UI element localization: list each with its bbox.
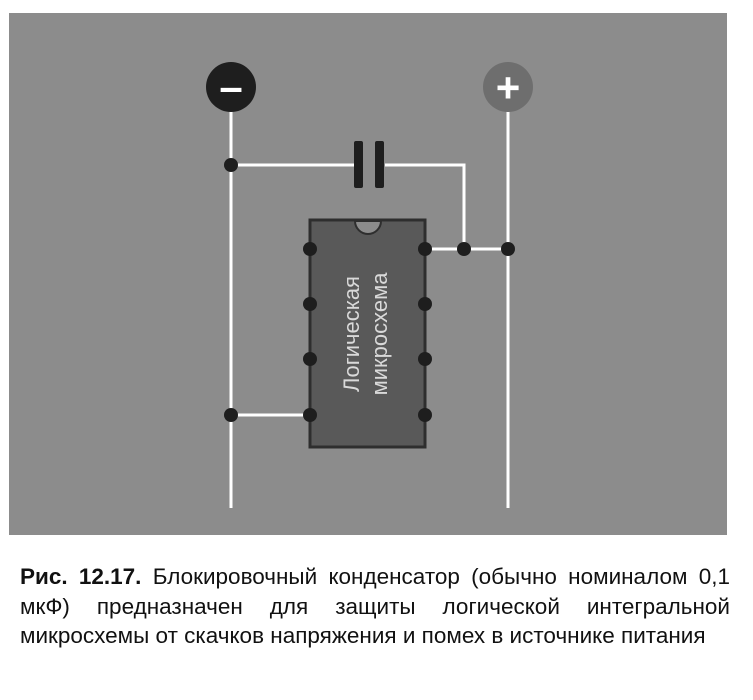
positive-terminal-symbol: + bbox=[496, 64, 521, 111]
chip-notch bbox=[353, 220, 383, 235]
capacitor-wire-right bbox=[385, 163, 466, 249]
caption-text: Блокировочный конденсатор (обычно номина… bbox=[20, 564, 730, 648]
chip-pin-left-1 bbox=[303, 242, 317, 256]
chip-pin-right-4 bbox=[418, 408, 432, 422]
chip-pin-left-4 bbox=[303, 408, 317, 422]
node-negative-chip bbox=[224, 408, 238, 422]
junction-nodes bbox=[224, 158, 515, 422]
node-negative-capacitor bbox=[224, 158, 238, 172]
caption-label: Рис. 12.17. bbox=[20, 564, 142, 589]
negative-terminal: – bbox=[206, 62, 256, 112]
capacitor-plate-right bbox=[375, 141, 384, 188]
figure-caption: Рис. 12.17. Блокировочный конденсатор (о… bbox=[20, 562, 730, 651]
capacitor-symbol bbox=[354, 141, 384, 188]
chip-label-line1: Логическая bbox=[339, 276, 364, 392]
chip-body bbox=[308, 218, 427, 449]
chip-pin-left-2 bbox=[303, 297, 317, 311]
positive-terminal: + bbox=[483, 62, 533, 112]
chip-pin-left-3 bbox=[303, 352, 317, 366]
negative-terminal-circle bbox=[206, 62, 256, 112]
figure-panel: Логическая микросхема – + bbox=[9, 13, 727, 535]
node-capacitor-chip bbox=[457, 242, 471, 256]
circuit-diagram: Логическая микросхема – + bbox=[206, 62, 533, 508]
logic-chip: Логическая микросхема bbox=[303, 218, 432, 449]
capacitor-plate-left bbox=[354, 141, 363, 188]
chip-pin-right-3 bbox=[418, 352, 432, 366]
chip-label-line2: микросхема bbox=[367, 272, 392, 396]
node-positive-chip bbox=[501, 242, 515, 256]
negative-terminal-symbol: – bbox=[219, 63, 242, 110]
chip-pin-right-1 bbox=[418, 242, 432, 256]
chip-pin-right-2 bbox=[418, 297, 432, 311]
positive-terminal-circle bbox=[483, 62, 533, 112]
